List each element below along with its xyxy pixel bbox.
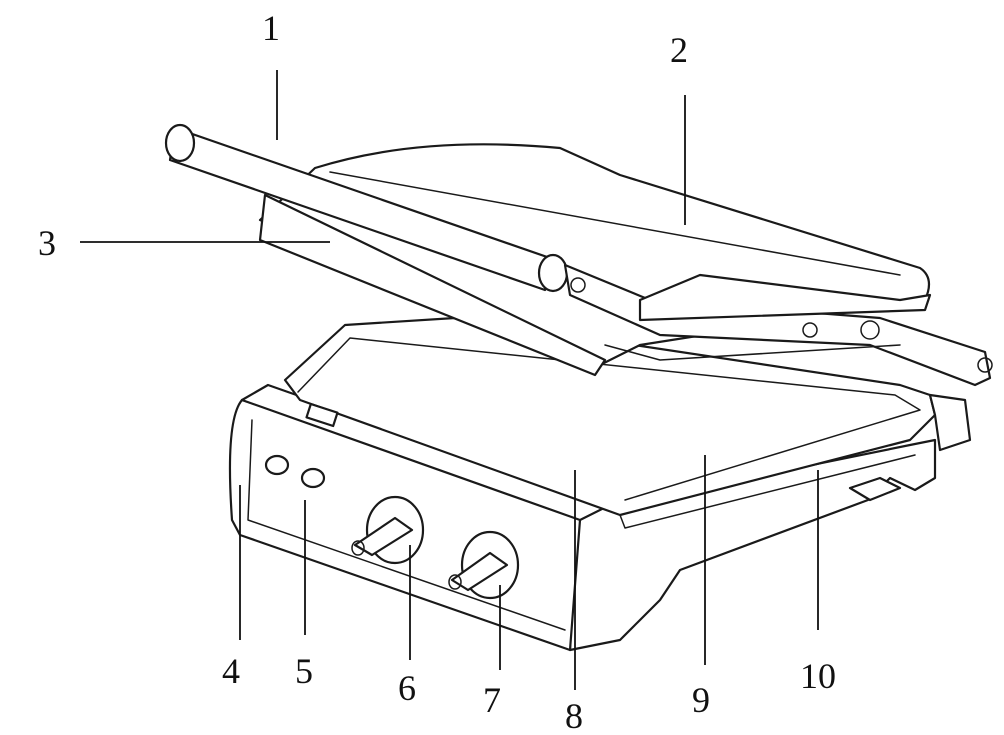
lid-side-panel [258,193,607,377]
indicator-light-power-icon [264,454,290,476]
hinge-pivot-end-icon [977,357,993,373]
hinge-arm-support [638,273,932,322]
hinge-pivot-left-icon [570,277,586,293]
callout-numbers: 1 2 3 4 5 6 7 8 9 10 [38,8,836,735]
hinge-pivot-right-icon [860,320,880,340]
callout-10: 10 [800,656,836,696]
control-panel-inner-edge [247,419,566,631]
hinge-arm-lower [604,344,901,361]
temperature-knob-lower [448,530,520,600]
rear-hinge-bracket [928,393,972,452]
callout-6: 6 [398,668,416,708]
grill-base [228,316,972,652]
callout-5: 5 [295,651,313,691]
panel-latch [305,402,339,428]
callout-8: 8 [565,696,583,735]
indicator-light-ready-icon [300,467,326,489]
callout-9: 9 [692,680,710,720]
callout-4: 4 [222,651,240,691]
grill-lid [164,123,993,387]
drip-tray-slot [848,476,902,502]
temperature-knob-upper [351,495,425,565]
leader-lines [80,70,819,690]
handle-end-cap-right [537,253,569,293]
base-side-housing [568,438,937,652]
lower-plate-rim [297,337,921,501]
upper-plate-edge [329,171,901,276]
callout-2: 2 [670,30,688,70]
callout-3: 3 [38,223,56,263]
callout-7: 7 [483,680,501,720]
hinge-pivot-middle-icon [802,322,818,338]
callout-1: 1 [262,8,280,48]
handle-end-cap-left [164,123,196,163]
